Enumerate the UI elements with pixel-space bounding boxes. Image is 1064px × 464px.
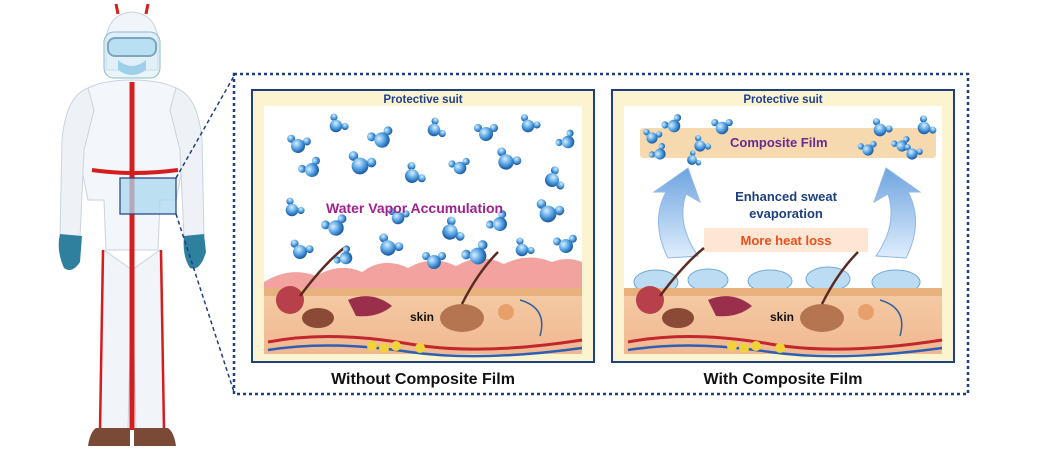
water-molecule-icon [298, 156, 320, 177]
right-caption: With Composite Film [703, 371, 863, 388]
highlight-patch [119, 177, 177, 215]
water-molecule-icon [348, 151, 377, 175]
water-molecule-icon [711, 119, 733, 135]
composite-film-band [640, 128, 936, 158]
water-molecule-icon [290, 239, 314, 259]
water-molecule-icon [520, 114, 541, 133]
water-vapor-label: Water Vapor Accumulation [326, 200, 504, 216]
water-molecule-icon [872, 118, 893, 137]
water-molecules-right [643, 114, 937, 166]
zoom-frame [232, 72, 970, 396]
right-panel [611, 89, 955, 363]
left-skin-label: skin [410, 310, 435, 324]
water-molecule-icon [422, 252, 446, 269]
water-molecule-icon [379, 233, 404, 256]
water-molecule-icon [461, 240, 488, 265]
left-panel-header: Protective suit [383, 94, 463, 106]
water-molecule-icon [367, 126, 393, 148]
water-molecule-icon [405, 162, 426, 183]
water-molecule-icon [515, 237, 535, 257]
water-molecule-icon [904, 144, 923, 160]
water-molecule-icon [553, 234, 577, 253]
water-molecule-icon [917, 115, 937, 135]
water-molecule-icon [427, 117, 446, 138]
zoom-connector-top [175, 75, 235, 179]
hood-red-tie [114, 3, 150, 15]
water-molecule-icon [497, 147, 522, 170]
water-molecules-left [285, 113, 577, 269]
left-glove [58, 234, 82, 270]
left-caption: Without Composite Film [331, 371, 515, 388]
left-panel [251, 89, 595, 363]
water-molecule-icon [285, 197, 305, 217]
water-molecule-icon [321, 214, 347, 236]
skin-tissue-left [267, 247, 583, 358]
right-skin-label: skin [770, 310, 795, 324]
left-boot [88, 428, 130, 446]
water-molecule-icon [545, 166, 565, 190]
water-molecule-icon [643, 128, 663, 144]
sweat-label-line1: Enhanced sweat [735, 189, 837, 204]
water-molecule-icon [442, 216, 465, 241]
sweat-label-line2: evaporation [749, 206, 823, 221]
water-molecule-icon [694, 135, 712, 152]
face-mask [118, 60, 146, 75]
water-molecule-icon [388, 207, 410, 225]
water-molecule-icon [448, 157, 470, 175]
heat-loss-label: More heat loss [740, 233, 832, 248]
goggles [107, 37, 157, 57]
water-molecule-icon [891, 136, 910, 152]
water-molecule-icon [329, 113, 349, 133]
waist-trim [91, 168, 179, 175]
water-molecule-icon [474, 124, 498, 141]
water-molecule-icon [333, 245, 353, 265]
right-glove [183, 234, 206, 269]
right-boot [134, 428, 176, 446]
skin-tissue-right [627, 247, 943, 358]
water-molecule-icon [857, 140, 877, 156]
zoom-connector-bottom [175, 213, 235, 393]
water-molecule-icon [661, 114, 682, 133]
skin-surface-left [264, 257, 582, 290]
water-molecule-icon [287, 134, 311, 153]
heat-loss-band [704, 228, 868, 252]
water-molecule-icon [555, 129, 575, 149]
person-illustration [58, 3, 206, 446]
water-molecule-icon [648, 143, 666, 160]
right-panel-header: Protective suit [743, 94, 823, 106]
composite-film-label: Composite Film [730, 135, 828, 150]
evaporation-arrow-right [873, 167, 922, 259]
sweat-evaporation-label: Enhanced sweat evaporation [716, 188, 856, 222]
water-molecule-icon [486, 210, 507, 231]
water-molecule-icon [536, 199, 565, 223]
evaporation-arrow-left [652, 167, 701, 259]
water-molecule-icon [687, 150, 702, 166]
